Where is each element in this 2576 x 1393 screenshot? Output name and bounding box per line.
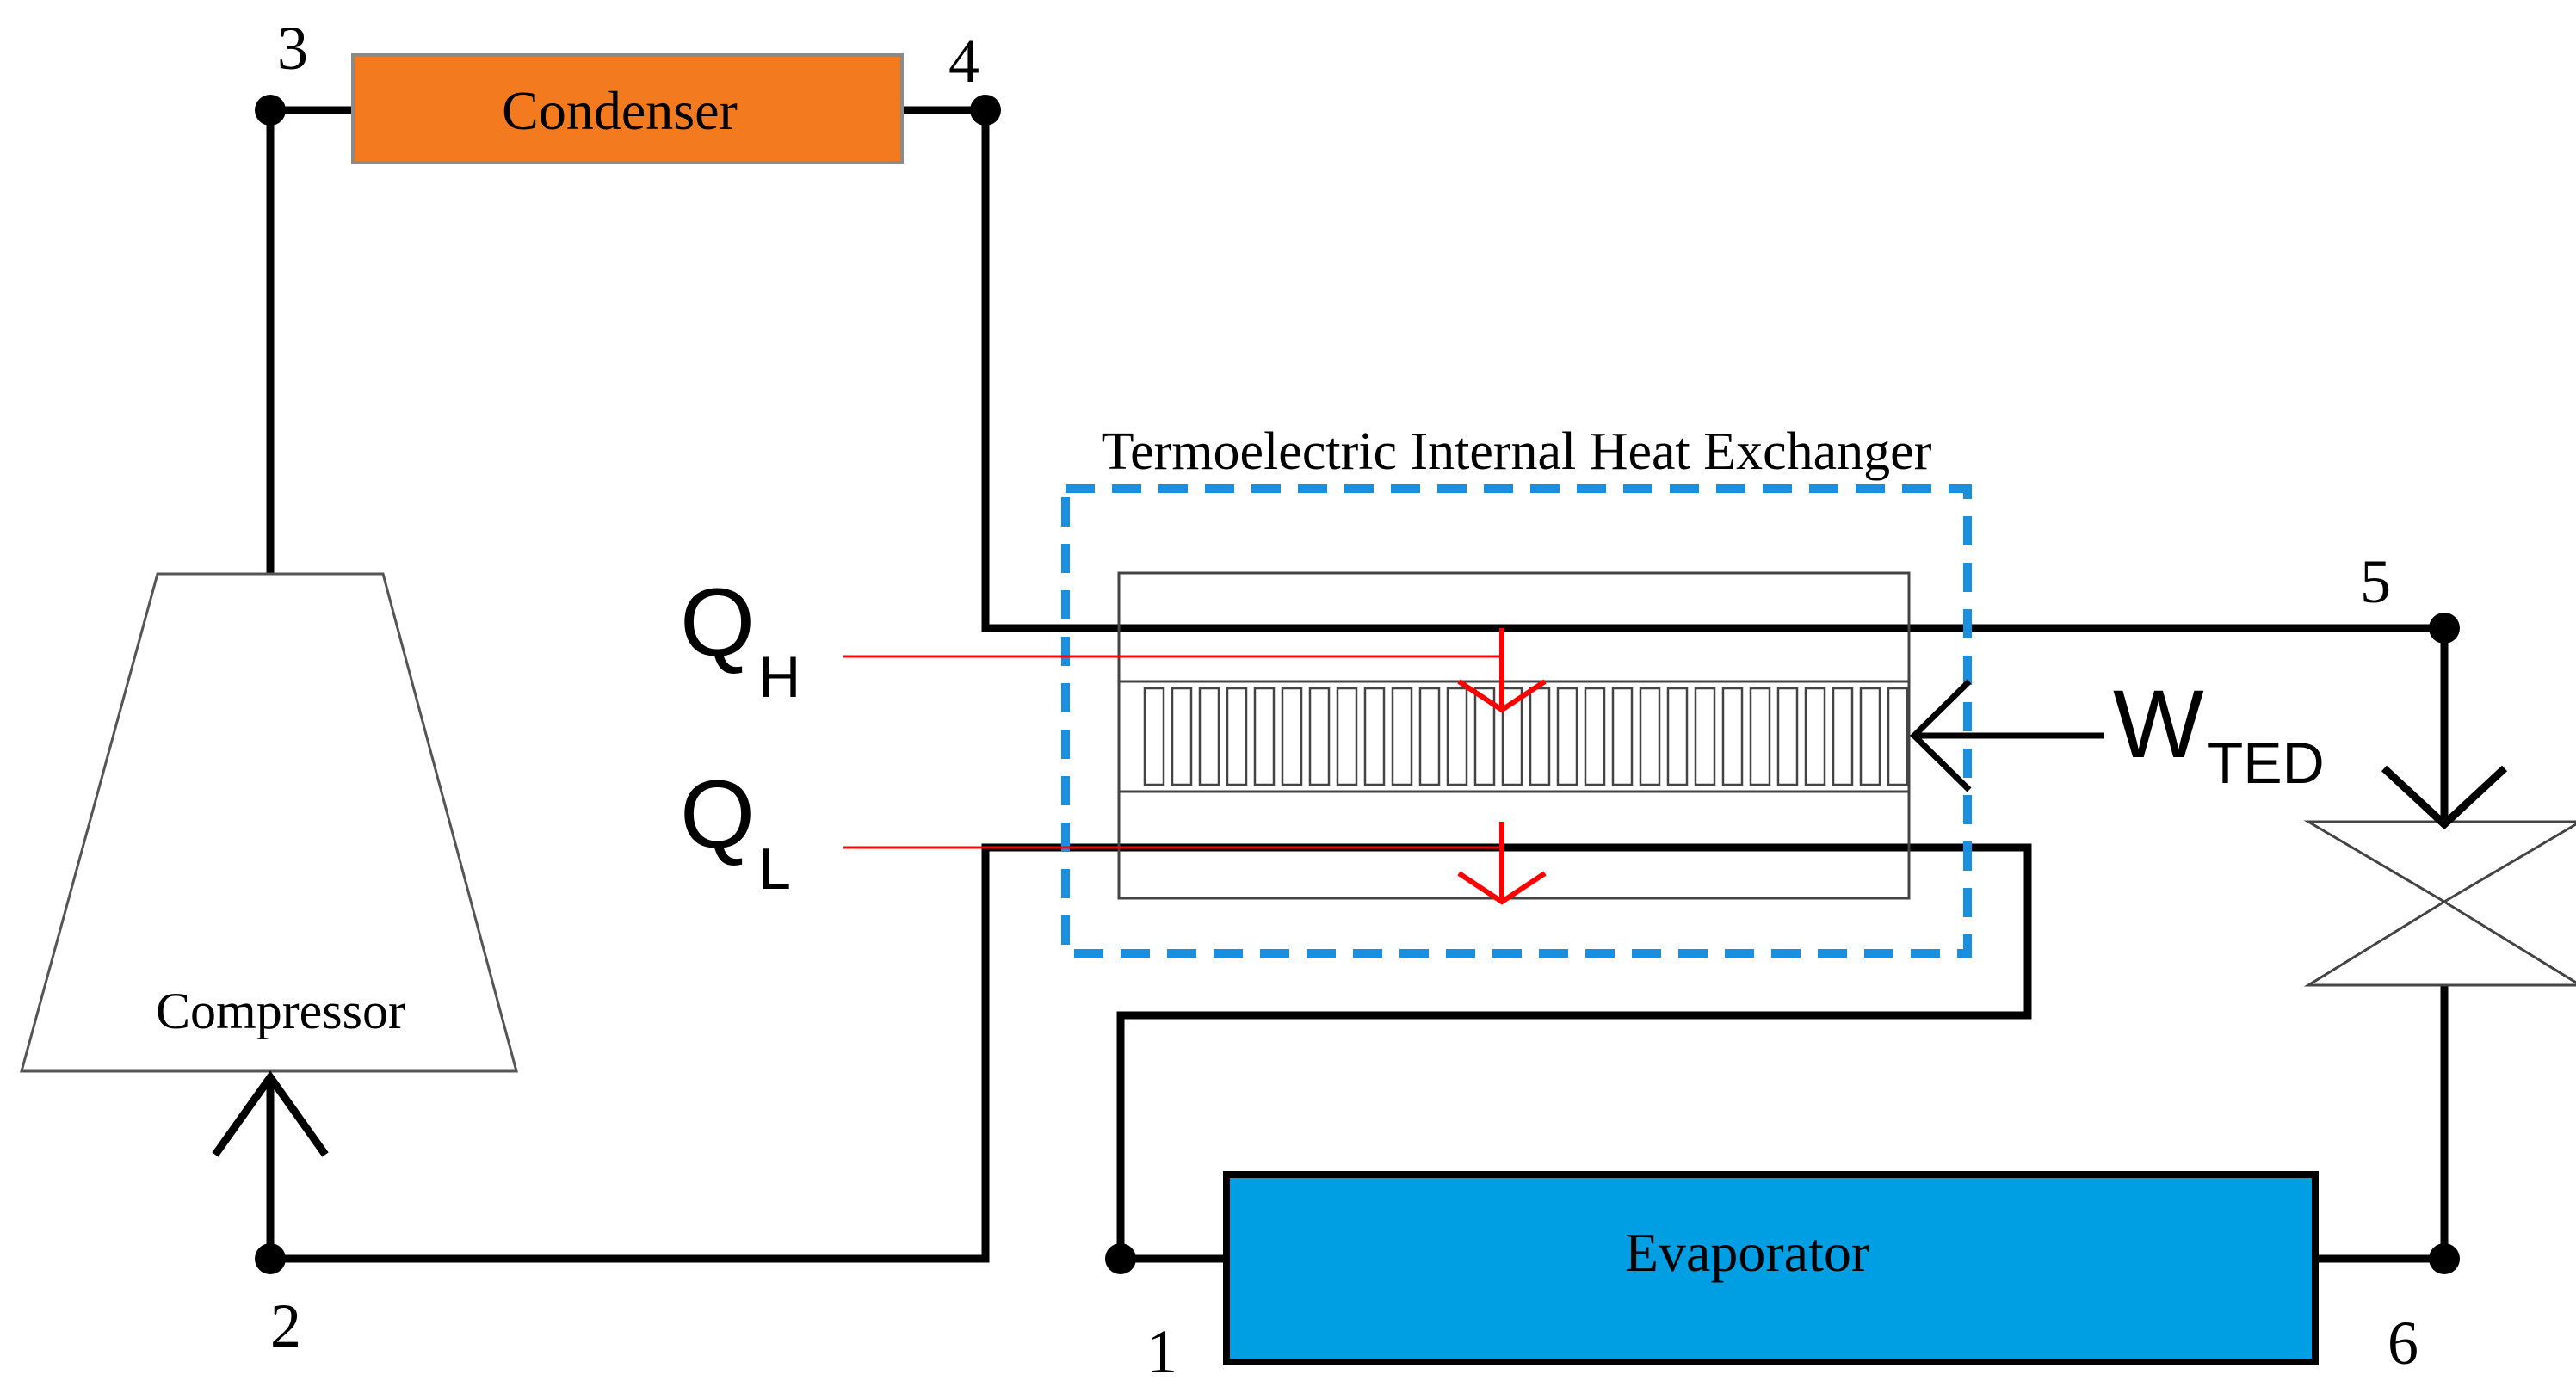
pipe-compressor-to-condenser [266, 106, 359, 578]
pipe-exchanger-to-point2 [266, 843, 990, 1263]
te-leg [1171, 687, 1193, 786]
wted-input-arrow-icon [1910, 679, 2104, 792]
heat-exchanger-label: Termoelectric Internal Heat Exchanger [1102, 422, 1932, 481]
te-leg [1363, 687, 1386, 786]
state-point-4: 4 [948, 27, 979, 96]
te-leg [1501, 687, 1523, 786]
te-leg [1887, 687, 1909, 786]
state-point-1: 1 [1146, 1317, 1177, 1386]
condenser-label: Condenser [502, 80, 738, 141]
te-leg [1391, 687, 1413, 786]
te-leg [1336, 687, 1358, 786]
te-leg [1529, 687, 1551, 786]
evaporator: Evaporator [1223, 1171, 2319, 1365]
pipe-condenser-to-exchanger [898, 106, 2449, 632]
te-leg [1666, 687, 1689, 786]
pipe-point1-to-exchanger [981, 843, 2032, 1263]
condenser-body [351, 53, 904, 164]
state-point-5: 5 [2360, 547, 2391, 616]
compressor: Compressor [20, 572, 518, 1073]
thermoelectric-heat-exchanger: Termoelectric Internal Heat Exchanger [1061, 422, 1972, 958]
te-leg [1694, 687, 1716, 786]
qh-down-arrow-icon [1457, 628, 1547, 713]
te-leg [1143, 687, 1165, 786]
ql-down-arrow-icon [1457, 822, 1547, 905]
te-leg [1749, 687, 1771, 786]
compressor-label: Compressor [156, 983, 405, 1039]
te-leg [1611, 687, 1634, 786]
te-leg [1859, 687, 1881, 786]
thermoelectric-legs [1143, 687, 1909, 786]
valve-inlet-arrow-icon [2381, 765, 2508, 830]
state-point-6: 6 [2388, 1309, 2418, 1378]
expansion-valve-body [2303, 820, 2576, 987]
node-2 [255, 1243, 286, 1274]
te-leg [1308, 687, 1331, 786]
condenser: Condenser [351, 53, 904, 164]
heat-exchanger-boundary [1061, 484, 1972, 958]
state-point-labels: 1 2 3 4 5 6 [270, 14, 2418, 1386]
te-leg [1473, 687, 1496, 786]
te-leg [1776, 687, 1799, 786]
te-leg [1721, 687, 1744, 786]
state-point-nodes [255, 95, 2460, 1274]
te-leg [1226, 687, 1248, 786]
te-leg [1446, 687, 1468, 786]
ql-label: QL [680, 761, 791, 902]
te-leg [1418, 687, 1441, 786]
te-leg [1832, 687, 1854, 786]
te-leg [1281, 687, 1303, 786]
te-leg [1639, 687, 1661, 786]
compressor-body [20, 572, 518, 1073]
te-leg [1804, 687, 1826, 786]
state-point-2: 2 [270, 1291, 301, 1360]
qh-label: QH [680, 569, 800, 710]
evaporator-label: Evaporator [1625, 1222, 1869, 1283]
node-5 [2429, 613, 2460, 644]
node-6 [2429, 1243, 2460, 1274]
te-leg [1584, 687, 1606, 786]
evaporator-body [1223, 1171, 2319, 1365]
wted-label: WTED [2113, 670, 2325, 796]
node-1 [1105, 1243, 1136, 1274]
node-4 [970, 95, 1001, 126]
te-leg [1556, 687, 1578, 786]
compressor-inlet-arrow-icon [212, 1070, 329, 1157]
heat-exchanger-outer-plate [1117, 571, 1911, 900]
node-3 [255, 95, 286, 126]
expansion-valve [2303, 820, 2576, 987]
te-leg [1253, 687, 1276, 786]
te-leg [1198, 687, 1220, 786]
pipe-network [266, 106, 2449, 1263]
heat-flow [843, 628, 1547, 905]
state-point-3: 3 [277, 14, 308, 83]
